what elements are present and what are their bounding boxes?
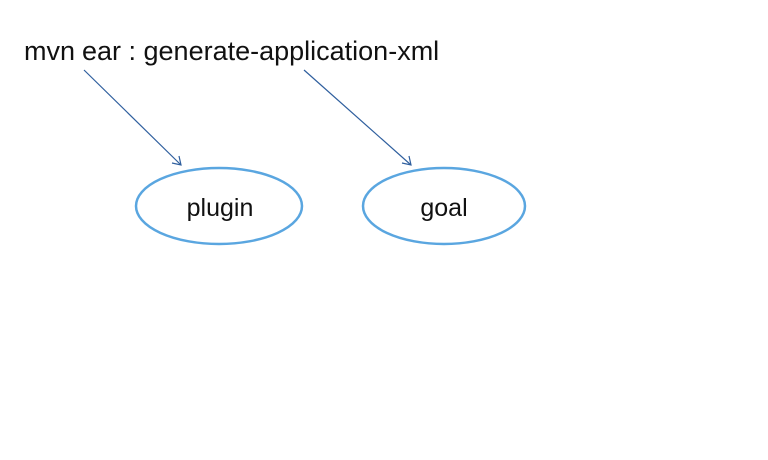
- goal-ellipse: [361, 166, 527, 246]
- arrow-to-goal-head: [401, 155, 412, 166]
- plugin-label: plugin: [187, 194, 254, 222]
- arrow-to-plugin-line: [83, 69, 182, 166]
- arrow-to-plugin-head: [171, 155, 182, 166]
- arrow-to-goal: [303, 69, 412, 166]
- goal-node: goal: [361, 166, 527, 246]
- arrow-to-plugin: [83, 69, 182, 166]
- command-mvn-text: mvn: [24, 36, 75, 66]
- goal-label: goal: [420, 194, 467, 222]
- arrow-to-goal-line: [303, 69, 412, 166]
- plugin-ellipse: [134, 166, 304, 246]
- plugin-node: plugin: [134, 166, 304, 246]
- command-goal-text: ear : generate-application-xml: [82, 36, 439, 66]
